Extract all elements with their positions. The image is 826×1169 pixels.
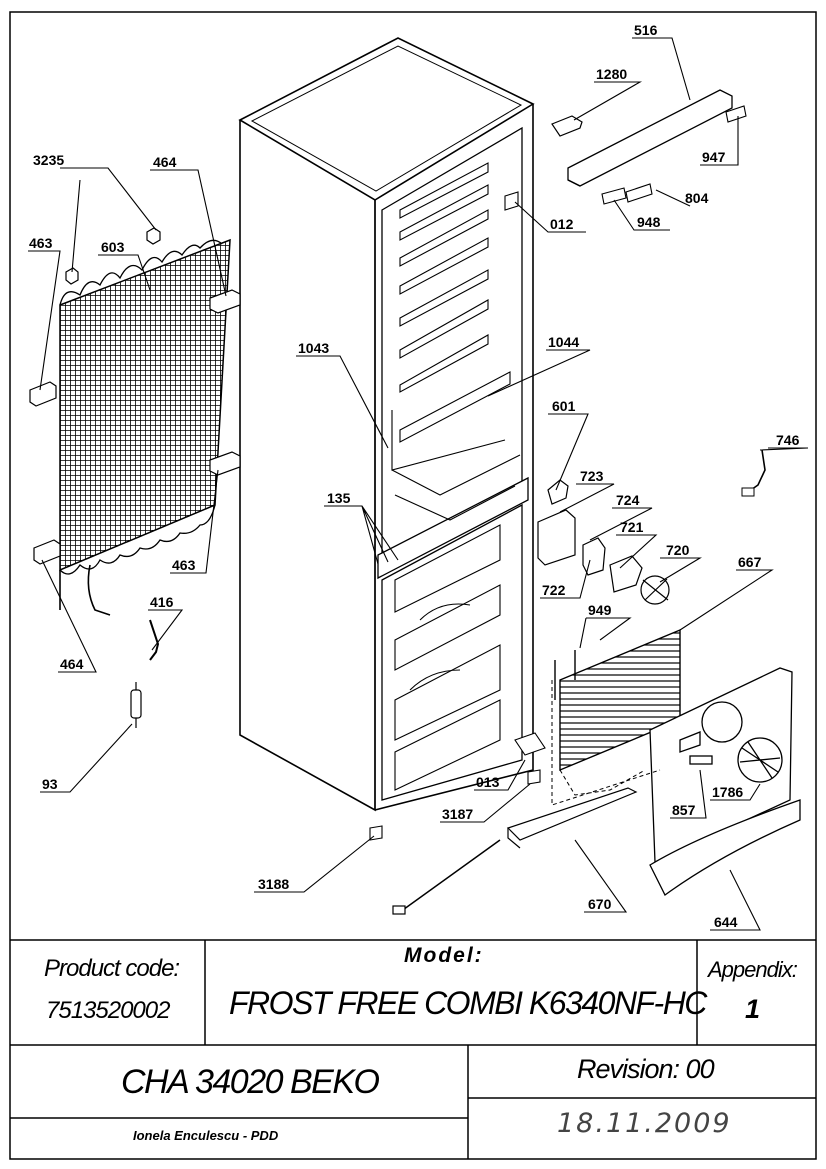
callout-135: 135 xyxy=(327,490,351,506)
callout-464-bottom: 464 xyxy=(60,656,84,672)
callout-463-right: 463 xyxy=(172,557,196,573)
fan-motor-assembly xyxy=(537,479,670,605)
back-panel-644 xyxy=(649,667,801,896)
callout-603: 603 xyxy=(101,239,125,255)
date: 18.11.2009 xyxy=(557,1108,732,1139)
callout-3188: 3188 xyxy=(258,876,289,892)
callout-464-top: 464 xyxy=(153,154,177,170)
callout-516: 516 xyxy=(634,22,658,38)
callout-93: 93 xyxy=(42,776,58,792)
chassis-code: CHA 34020 BEKO xyxy=(121,1063,380,1101)
callout-722: 722 xyxy=(542,582,566,598)
callout-644: 644 xyxy=(714,914,738,930)
callout-948: 948 xyxy=(637,214,661,230)
callout-012: 012 xyxy=(550,216,574,232)
callout-1280: 1280 xyxy=(596,66,627,82)
sheet-border xyxy=(9,11,817,1160)
title-block-lines xyxy=(10,939,816,1159)
callout-667: 667 xyxy=(738,554,762,570)
cabinet-body xyxy=(238,37,535,812)
fridge-shelves xyxy=(391,162,521,521)
callout-601: 601 xyxy=(552,398,576,414)
sensor-746 xyxy=(747,449,766,493)
top-cover-516 xyxy=(567,89,733,187)
filter-drier-93 xyxy=(130,682,142,728)
author: Ionela Enculescu - PDD xyxy=(133,1128,279,1143)
callout-723: 723 xyxy=(580,468,604,484)
revision: Revision: 00 xyxy=(577,1054,715,1084)
callout-463-left: 463 xyxy=(29,235,53,251)
callout-labels: 516 1280 947 804 948 012 3235 464 463 60… xyxy=(29,22,800,930)
callout-949: 949 xyxy=(588,602,612,618)
drain-tray-670 xyxy=(392,787,638,915)
product-code-value: 7513520002 xyxy=(46,997,170,1024)
hinge-1280 xyxy=(551,115,583,137)
condenser-603 xyxy=(59,238,231,616)
model-label: Model: xyxy=(404,944,484,967)
callout-416: 416 xyxy=(150,594,174,610)
callout-1786: 1786 xyxy=(712,784,743,800)
callout-670: 670 xyxy=(588,896,612,912)
connector-746 xyxy=(741,487,755,497)
callout-746: 746 xyxy=(776,432,800,448)
capillary-416 xyxy=(149,619,160,661)
callout-947: 947 xyxy=(702,149,726,165)
callout-857: 857 xyxy=(672,802,696,818)
callout-721: 721 xyxy=(620,519,644,535)
callout-013: 013 xyxy=(476,774,500,790)
small-covers xyxy=(504,105,747,211)
callout-3187: 3187 xyxy=(442,806,473,822)
product-code-label: Product code: xyxy=(44,955,180,982)
callout-1043: 1043 xyxy=(298,340,329,356)
freezer-compartment xyxy=(394,524,501,791)
condenser-clips xyxy=(29,227,241,565)
callout-724: 724 xyxy=(616,492,640,508)
appendix-value: 1 xyxy=(745,994,761,1024)
appendix-label: Appendix: xyxy=(708,957,798,982)
callout-3235: 3235 xyxy=(33,152,64,168)
callout-804: 804 xyxy=(685,190,709,206)
callout-1044: 1044 xyxy=(548,334,579,350)
callout-720: 720 xyxy=(666,542,690,558)
leader-lines xyxy=(28,37,809,931)
model-value: FROST FREE COMBI K6340NF-HC xyxy=(229,985,707,1021)
feet xyxy=(369,732,546,841)
